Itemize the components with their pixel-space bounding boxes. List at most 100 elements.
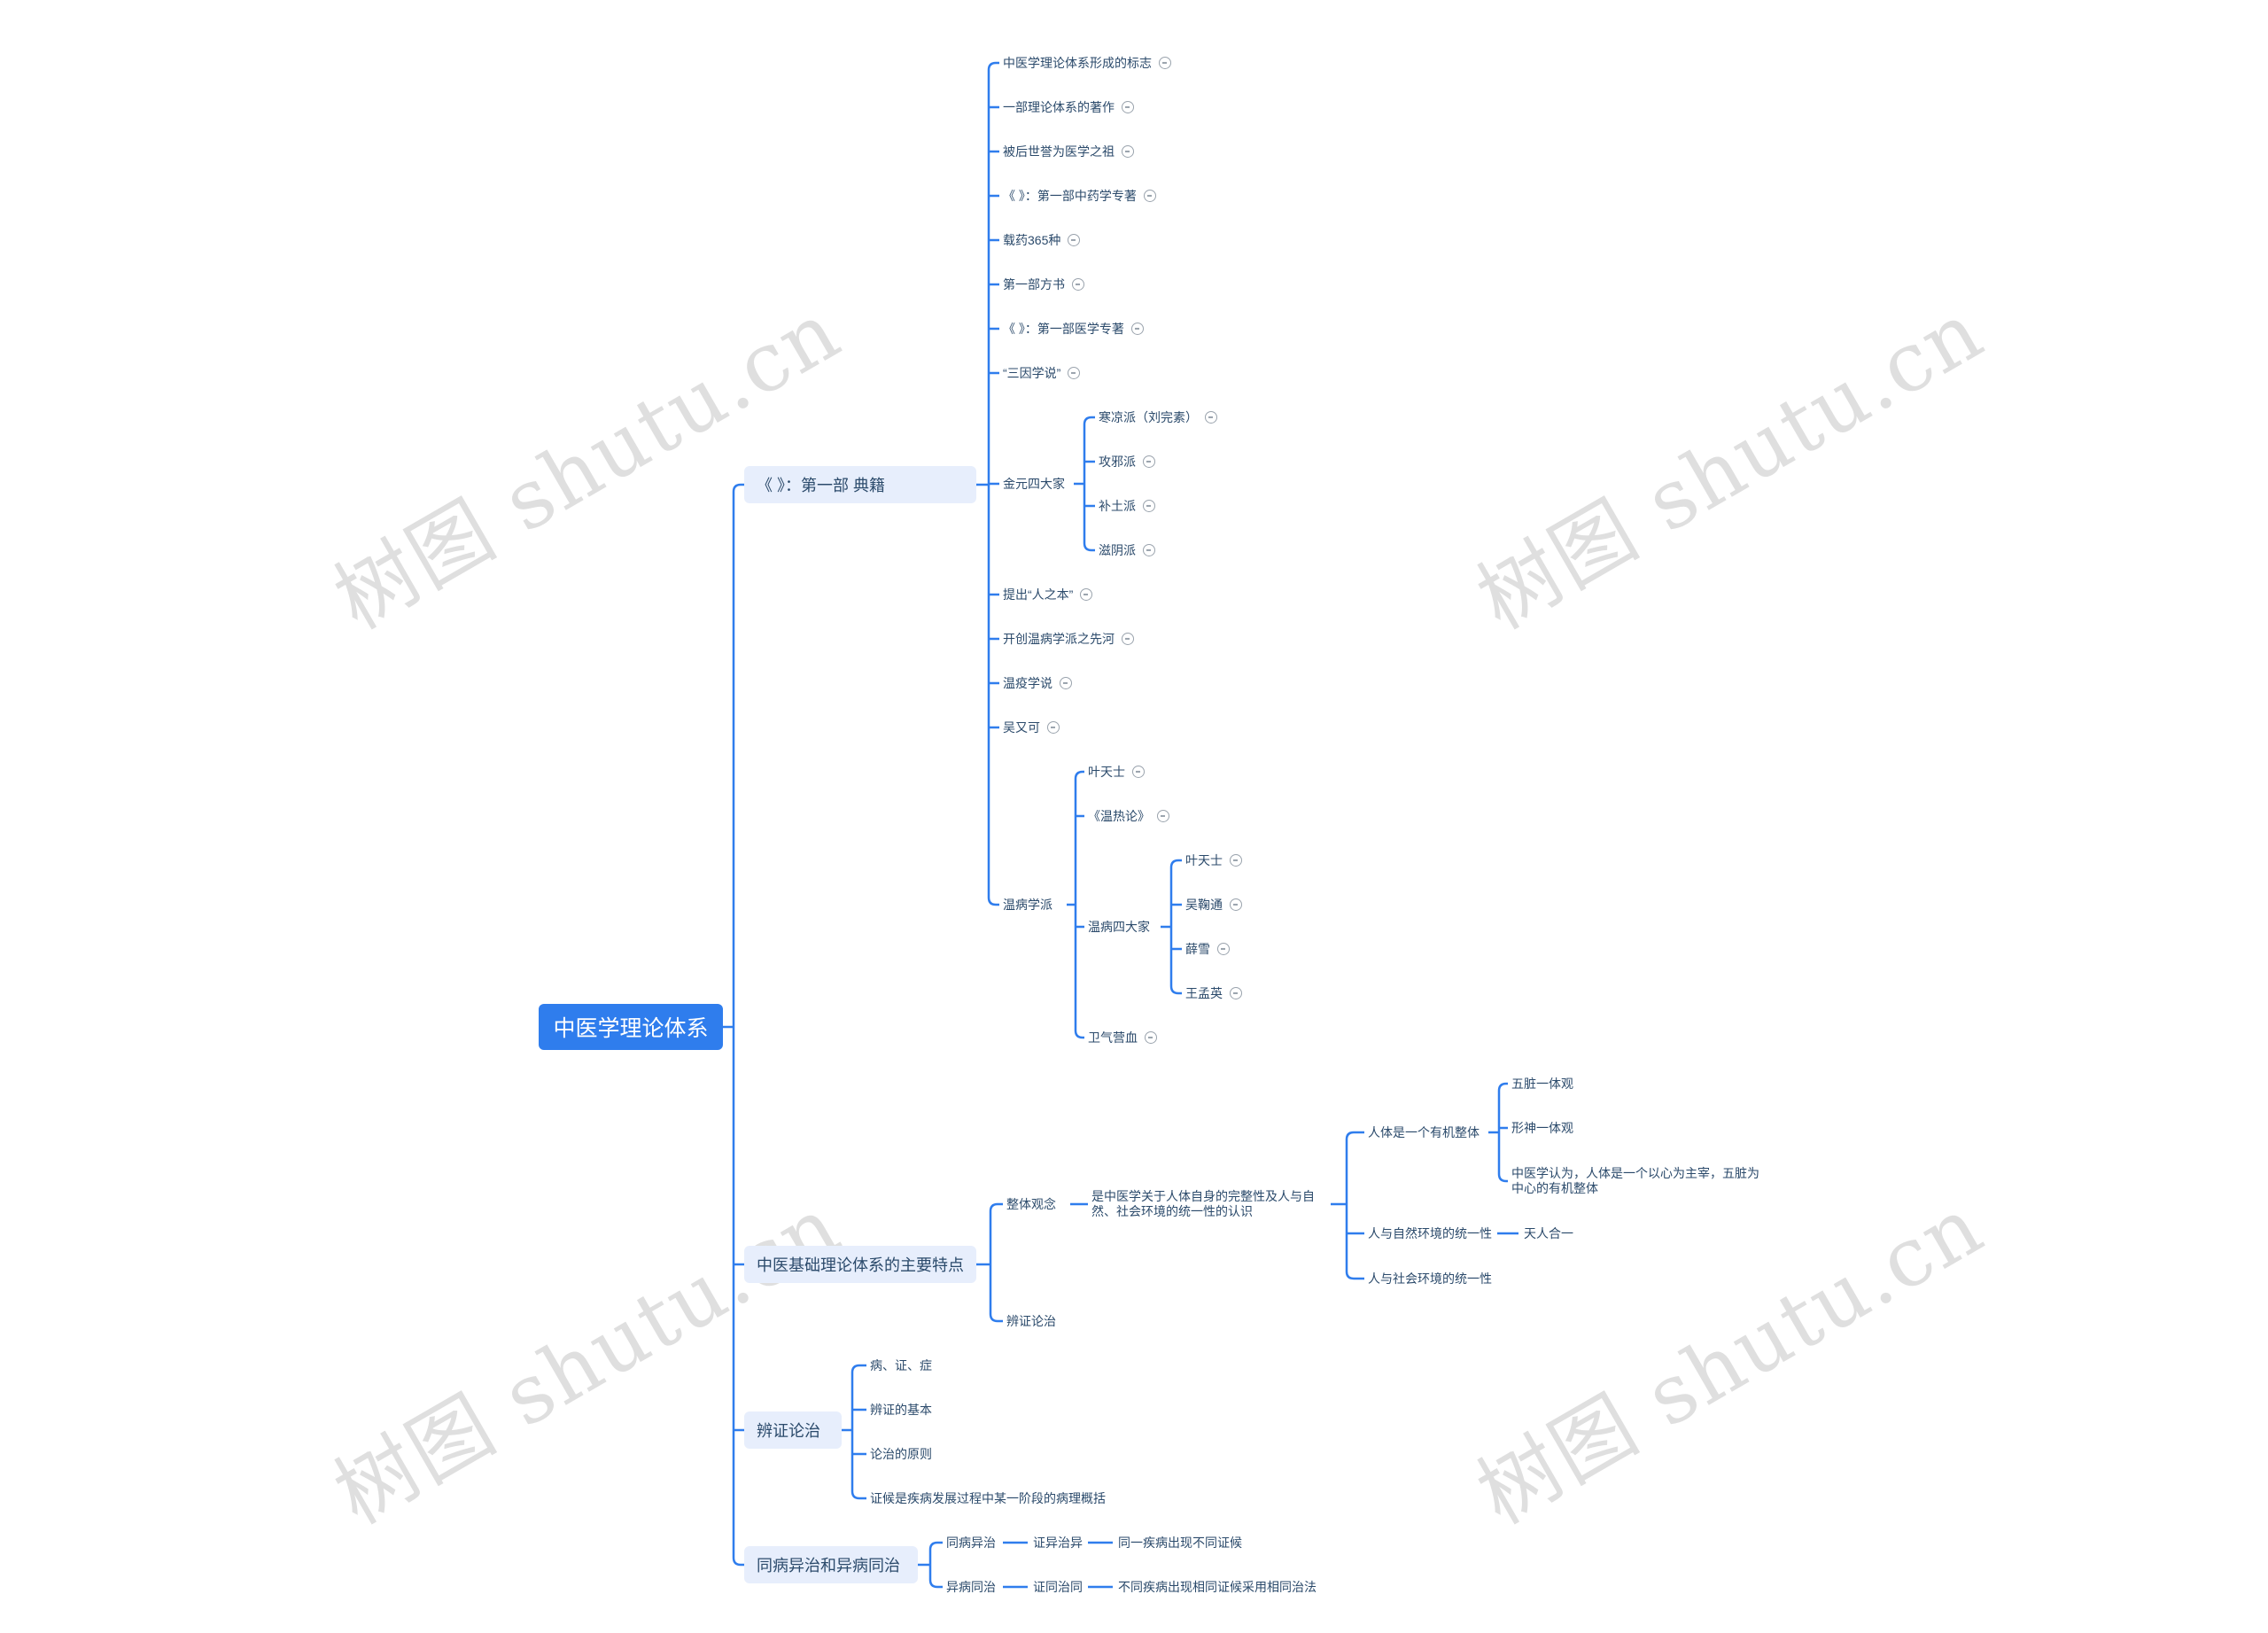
connector — [850, 1430, 866, 1500]
branch-label: 同病异治和异病同治 — [757, 1557, 900, 1575]
note-icon[interactable] — [1157, 810, 1169, 822]
connector — [732, 483, 744, 1027]
connector — [1169, 859, 1182, 927]
leaf-node[interactable]: 补土派 — [1099, 499, 1155, 513]
leaf-node[interactable]: 形神一体观 — [1511, 1120, 1573, 1135]
leaf-node[interactable]: 辨证论治 — [1006, 1313, 1056, 1328]
leaf-node[interactable]: 《 》：第一部医学专著 — [1003, 322, 1144, 336]
connector — [1345, 1131, 1364, 1204]
note-icon[interactable] — [1068, 234, 1081, 246]
group-node[interactable]: 整体观念 — [1006, 1196, 1056, 1211]
connector — [928, 1565, 943, 1589]
branch-node-bianzheng[interactable]: 辨证论治 — [744, 1411, 842, 1449]
group-node[interactable]: 人与自然环境的统一性 — [1368, 1225, 1492, 1240]
connector — [850, 1364, 866, 1430]
note-icon[interactable] — [1145, 1031, 1157, 1044]
leaf-node[interactable]: 吴鞠通 — [1185, 898, 1242, 912]
connector — [1074, 770, 1084, 905]
leaf-node[interactable]: 卫气营血 — [1088, 1030, 1157, 1045]
connector — [989, 1202, 1003, 1264]
note-icon[interactable] — [1047, 721, 1060, 734]
note-icon[interactable] — [1230, 987, 1242, 999]
connector — [1169, 927, 1182, 995]
connector — [1497, 1082, 1508, 1132]
note-icon[interactable] — [1205, 411, 1217, 424]
note-icon[interactable] — [1159, 57, 1171, 69]
leaf-node[interactable]: 攻邪派 — [1099, 455, 1155, 469]
note-icon[interactable] — [1072, 278, 1084, 291]
leaf-node[interactable]: 温疫学说 — [1003, 676, 1072, 690]
note-icon[interactable] — [1080, 588, 1093, 601]
connector — [732, 1027, 744, 1567]
leaf-node[interactable]: 寒凉派（刘完素） — [1099, 410, 1217, 424]
leaf-node[interactable]: 一部理论体系的著作 — [1003, 100, 1134, 114]
leaf-node[interactable]: 论治的原则 — [870, 1446, 932, 1461]
leaf-node[interactable]: 五脏一体观 — [1511, 1076, 1573, 1091]
leaf-node[interactable]: 《 》：第一部中药学专著 — [1003, 189, 1156, 203]
note-icon[interactable] — [1130, 323, 1144, 335]
leaf-node[interactable]: 同一疾病出现不同证候 — [1118, 1535, 1242, 1550]
note-icon[interactable] — [1122, 633, 1134, 645]
branch-label: 《 》：第一部 典籍 — [757, 477, 886, 494]
note-icon[interactable] — [1143, 500, 1155, 512]
note-icon[interactable] — [1122, 101, 1134, 113]
note-icon[interactable] — [1132, 766, 1145, 778]
leaf-node[interactable]: 叶天士 — [1088, 765, 1145, 779]
leaf-node[interactable]: 《温热论》 — [1088, 809, 1169, 823]
note-icon[interactable] — [1143, 190, 1156, 202]
group-node[interactable]: 温病学派 — [1003, 897, 1052, 912]
connector — [1345, 1204, 1364, 1280]
leaf-node[interactable]: 滋阴派 — [1099, 543, 1155, 557]
leaf-node[interactable]: 证候是疾病发展过程中某一阶段的病理概括 — [870, 1490, 1106, 1505]
branch-node-tongbing[interactable]: 同病异治和异病同治 — [744, 1546, 918, 1583]
leaf-node[interactable]: 同病异治 — [946, 1535, 996, 1550]
connector — [1074, 905, 1084, 1039]
root-node[interactable]: 中医学理论体系 — [539, 1004, 723, 1050]
note-icon[interactable] — [1143, 544, 1155, 556]
leaf-node[interactable]: 证异治异 — [1033, 1535, 1083, 1550]
leaf-node[interactable]: 提出“人之本” — [1003, 587, 1093, 602]
connector — [1083, 484, 1095, 552]
group-node[interactable]: 金元四大家 — [1003, 476, 1065, 491]
branch-node-features[interactable]: 中医基础理论体系的主要特点 — [744, 1246, 976, 1283]
leaf-node[interactable]: 不同疾病出现相同证候采用相同治法 — [1118, 1579, 1317, 1594]
connector — [928, 1541, 943, 1565]
leaf-node[interactable]: 辨证的基本 — [870, 1402, 932, 1417]
group-node[interactable]: 温病四大家 — [1088, 919, 1150, 934]
leaf-node[interactable]: 薛雪 — [1185, 942, 1230, 956]
note-icon[interactable] — [1068, 367, 1081, 379]
leaf-node[interactable]: 开创温病学派之先河 — [1003, 632, 1134, 646]
branch-label: 辨证论治 — [757, 1422, 820, 1440]
leaf-node[interactable]: 吴又可 — [1003, 720, 1060, 735]
branch-label: 中医基础理论体系的主要特点 — [757, 1256, 964, 1274]
leaf-node[interactable]: 被后世誉为医学之祖 — [1003, 144, 1134, 159]
connector — [1497, 1132, 1508, 1183]
note-icon[interactable] — [1143, 455, 1155, 468]
leaf-node[interactable]: 中医学认为，人体是一个以心为主宰，五脏为中心的有机整体 — [1511, 1166, 1759, 1195]
leaf-node[interactable]: 证同治同 — [1033, 1579, 1083, 1594]
note-icon[interactable] — [1230, 898, 1242, 911]
leaf-node[interactable]: 载药365种 — [1003, 233, 1081, 247]
note-icon[interactable] — [1230, 854, 1242, 867]
leaf-node[interactable]: 天人合一 — [1524, 1225, 1573, 1240]
connector — [987, 485, 999, 906]
leaf-node[interactable]: “三因学说” — [1003, 366, 1081, 380]
leaf-node[interactable]: 第一部方书 — [1003, 277, 1084, 292]
note-icon[interactable] — [1217, 943, 1230, 955]
leaf-node[interactable]: 人与社会环境的统一性 — [1368, 1271, 1492, 1286]
desc-node[interactable]: 是中医学关于人体自身的完整性及人与自然、社会环境的统一性的认识 — [1091, 1189, 1315, 1218]
connector — [989, 1264, 1003, 1323]
note-icon[interactable] — [1060, 677, 1072, 689]
leaf-node[interactable]: 王孟英 — [1185, 986, 1242, 1000]
leaf-node[interactable]: 中医学理论体系形成的标志 — [1003, 56, 1171, 70]
group-node[interactable]: 人体是一个有机整体 — [1368, 1124, 1480, 1139]
connector — [987, 61, 999, 485]
branch-node-classics[interactable]: 《 》：第一部 典籍 — [744, 466, 976, 503]
connector — [1083, 416, 1095, 484]
leaf-node[interactable]: 异病同治 — [946, 1579, 996, 1594]
leaf-node[interactable]: 病、证、症 — [870, 1357, 932, 1372]
leaf-node[interactable]: 叶天士 — [1185, 853, 1242, 867]
note-icon[interactable] — [1122, 145, 1134, 158]
